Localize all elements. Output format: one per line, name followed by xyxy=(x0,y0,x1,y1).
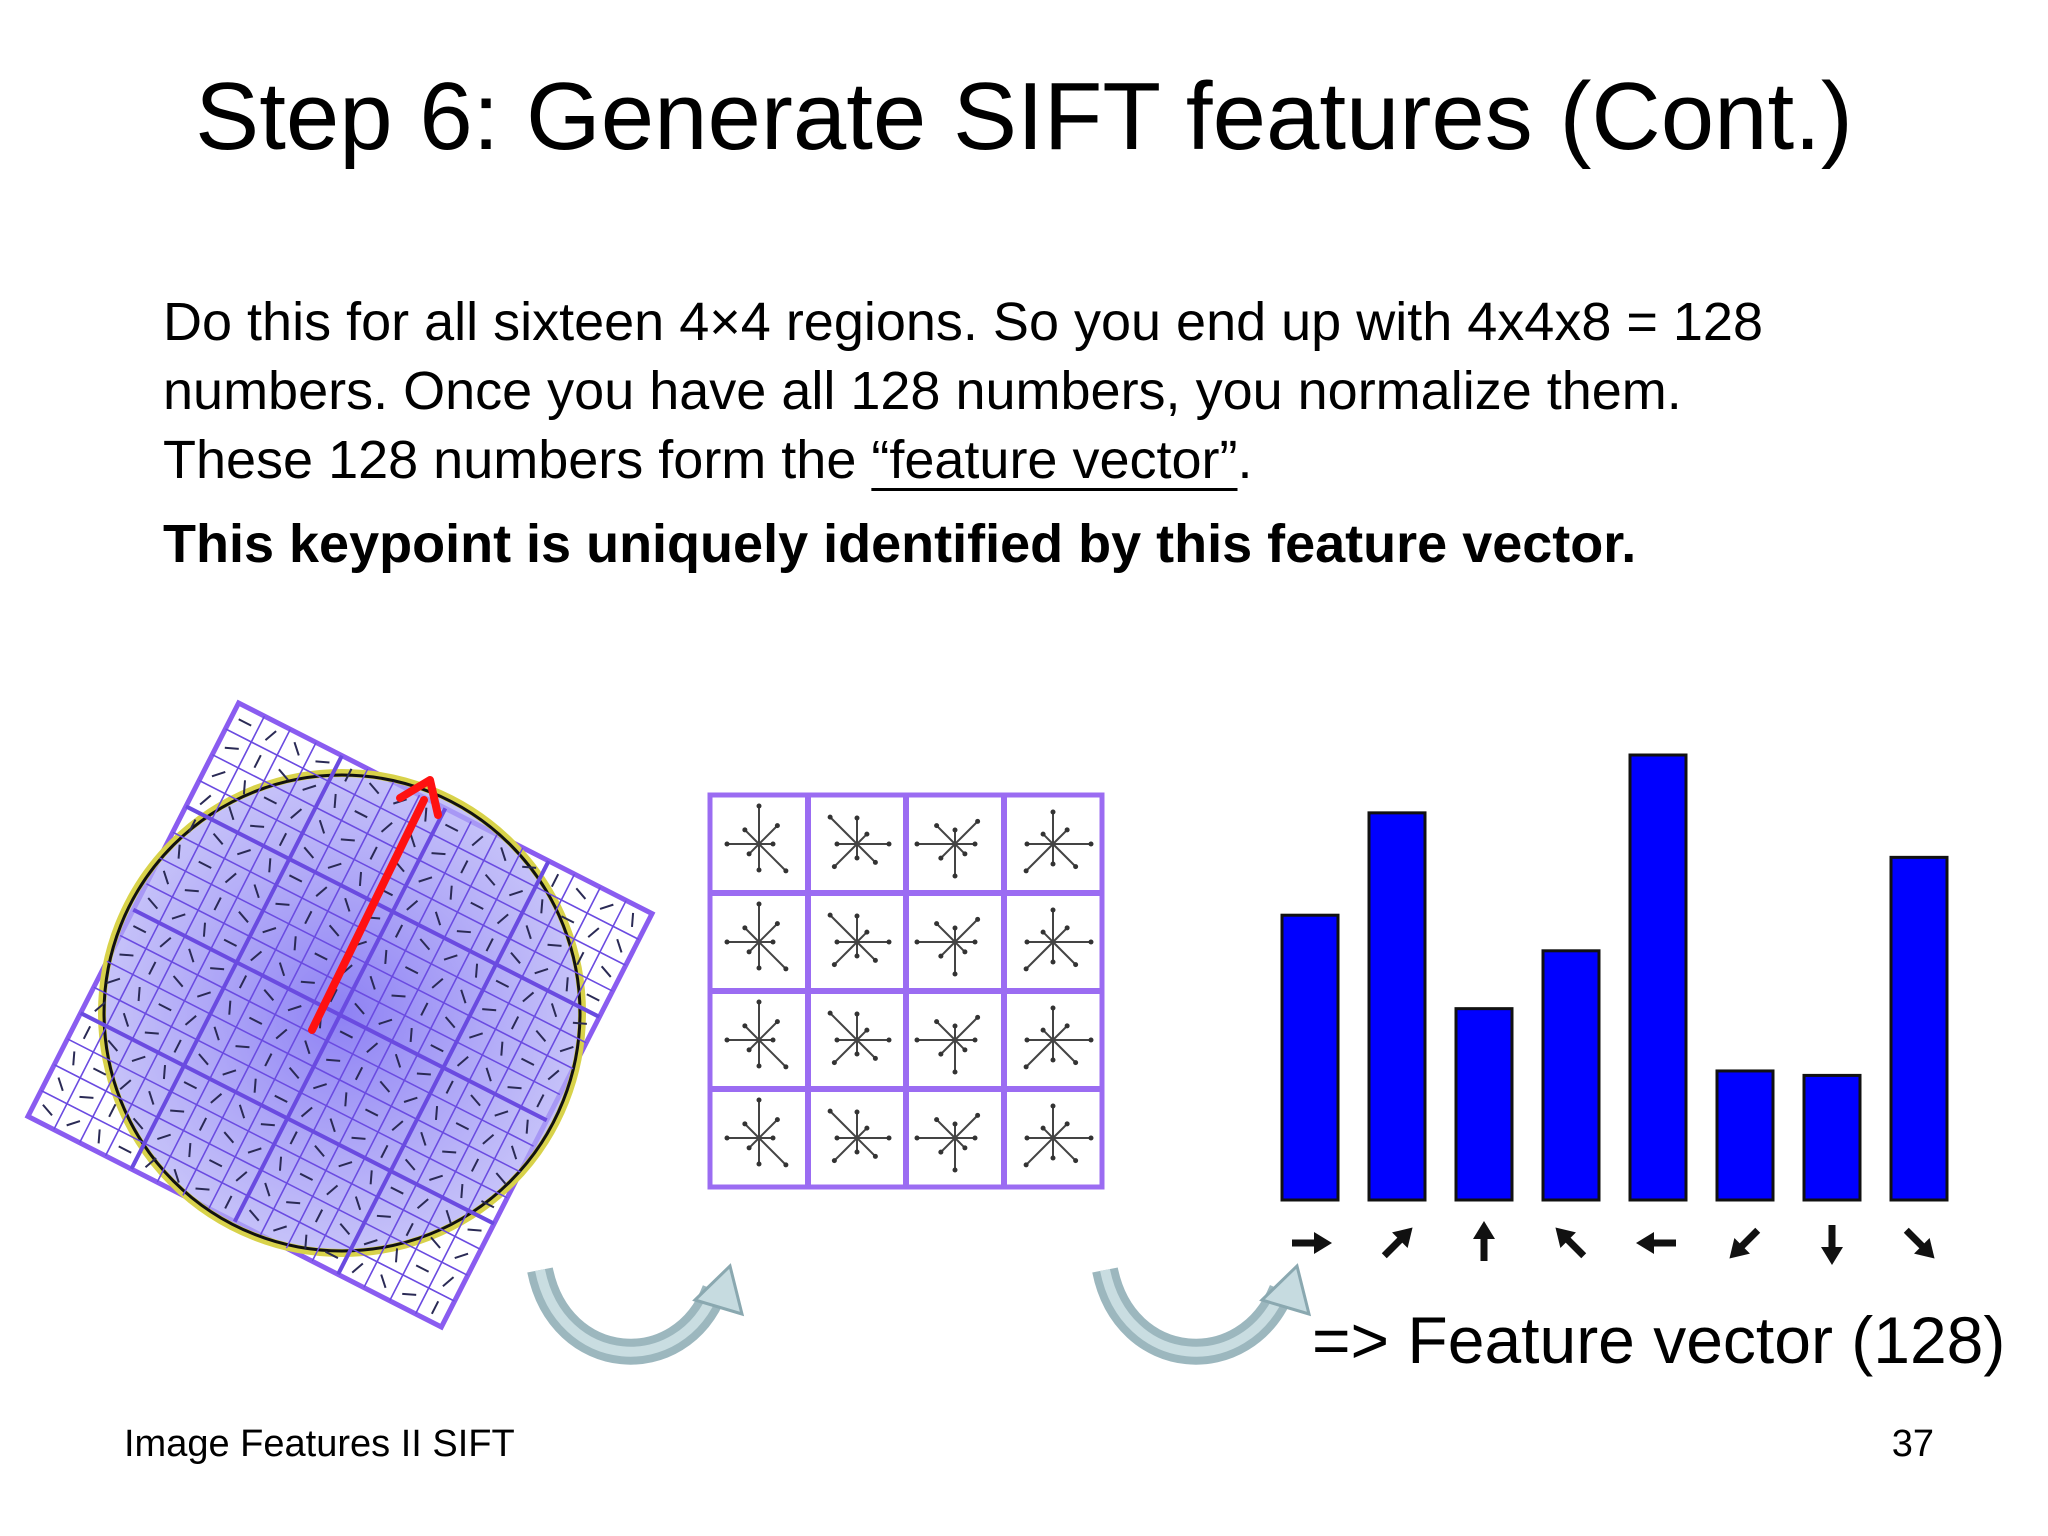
footer-title: Image Features II SIFT xyxy=(124,1423,515,1465)
histogram-bar xyxy=(1889,855,1949,1202)
paragraph-line-3: These 128 numbers form the “feature vect… xyxy=(163,426,1963,495)
histogram-bar xyxy=(1454,1007,1514,1202)
paragraph-line-1: Do this for all sixteen 4×4 regions. So … xyxy=(163,292,1763,352)
page-number: 37 xyxy=(1891,1423,1934,1465)
descriptor-grid-4x4 xyxy=(707,792,1105,1190)
paragraph-line-3-start: These 128 numbers form the xyxy=(163,430,872,490)
direction-arrow-icon xyxy=(1636,1232,1676,1254)
direction-arrow-icon xyxy=(1903,1227,1935,1259)
direction-arrow-icon xyxy=(1555,1227,1587,1259)
histogram-bar xyxy=(1280,913,1340,1202)
feature-vector-label: => Feature vector (128) xyxy=(1312,1303,2006,1377)
histogram-bar xyxy=(1802,1073,1862,1202)
direction-arrow-icon xyxy=(1473,1221,1495,1261)
curved-arrow-1 xyxy=(527,1263,745,1365)
histogram-bar xyxy=(1715,1069,1775,1202)
direction-arrow-icon xyxy=(1729,1227,1761,1259)
feature-vector-term: “feature vector” xyxy=(871,430,1238,490)
histogram-bar xyxy=(1541,949,1601,1202)
body-paragraph: Do this for all sixteen 4×4 regions. So … xyxy=(163,288,1963,495)
paragraph-line-3-end: . xyxy=(1237,430,1253,490)
gradient-samples-overlay xyxy=(40,715,640,1315)
orientation-histogram xyxy=(1280,753,1949,1265)
direction-arrow-icon xyxy=(1821,1225,1843,1265)
curved-arrow-2 xyxy=(1092,1263,1312,1365)
bold-statement: This keypoint is uniquely identified by … xyxy=(163,514,1637,574)
slide-title: Step 6: Generate SIFT features (Cont.) xyxy=(195,63,1853,170)
histogram-bar xyxy=(1628,753,1688,1202)
histogram-bar xyxy=(1367,811,1427,1202)
keypoint-orientation-arrow xyxy=(308,776,442,1034)
direction-arrow-icon xyxy=(1381,1227,1413,1259)
direction-arrow-icon xyxy=(1292,1232,1332,1254)
paragraph-line-2: numbers. Once you have all 128 numbers, … xyxy=(163,361,1682,421)
